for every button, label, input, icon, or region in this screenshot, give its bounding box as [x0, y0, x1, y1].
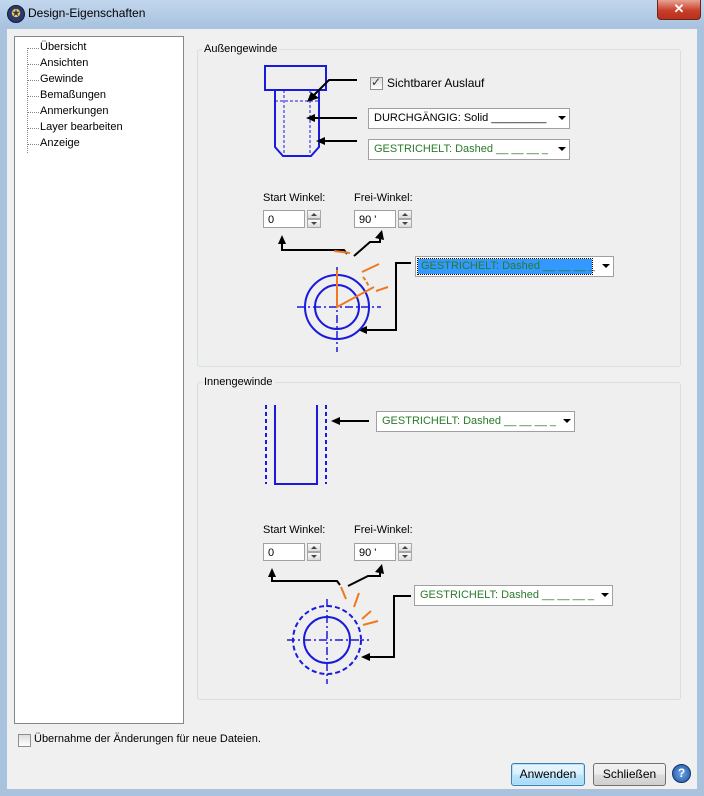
- spin-up-button[interactable]: [307, 543, 321, 552]
- outer-circle-linetype-combo[interactable]: GESTRICHELT: Dashed __ __ __ _: [415, 256, 614, 277]
- inner-start-angle-spinner[interactable]: 0: [263, 543, 323, 561]
- app-icon: ✪: [7, 5, 25, 23]
- inner-dashed-linetype-value: GESTRICHELT: Dashed __ __ __ _: [382, 415, 557, 427]
- spin-down-button[interactable]: [307, 552, 321, 561]
- tree-item-bemassungen[interactable]: Bemaßungen: [40, 89, 107, 101]
- tree-connector: [27, 80, 39, 81]
- tree-connector: [27, 112, 39, 113]
- tree-item-anzeige[interactable]: Anzeige: [40, 137, 80, 149]
- inner-free-angle-label: Frei-Winkel:: [354, 524, 413, 536]
- outer-dashed-linetype-combo[interactable]: GESTRICHELT: Dashed __ __ __ _: [368, 139, 570, 160]
- tree-item-uebersicht[interactable]: Übersicht: [40, 41, 87, 53]
- outer-start-angle-spinner[interactable]: 0: [263, 210, 323, 228]
- outer-solid-linetype-value: DURCHGÄNGIG: Solid _________: [374, 112, 547, 124]
- outer-free-angle-input[interactable]: 90 ': [354, 210, 396, 228]
- spin-down-button[interactable]: [398, 219, 412, 228]
- spin-down-button[interactable]: [398, 552, 412, 561]
- outer-circle-linetype-value: GESTRICHELT: Dashed __ __ __ _: [417, 258, 595, 275]
- chevron-down-icon: [558, 147, 566, 151]
- inner-start-angle-label: Start Winkel:: [263, 524, 326, 536]
- chevron-down-icon: [558, 116, 566, 120]
- outer-start-angle-label: Start Winkel:: [263, 192, 326, 204]
- inner-dashed-linetype-combo[interactable]: GESTRICHELT: Dashed __ __ __ _: [376, 411, 575, 432]
- tree-connector: [27, 96, 39, 97]
- tree-connector: [27, 144, 39, 145]
- spin-up-button[interactable]: [398, 210, 412, 219]
- outer-solid-linetype-combo[interactable]: DURCHGÄNGIG: Solid _________: [368, 108, 570, 129]
- dialog-client: Übersicht Ansichten Gewinde Bemaßungen A…: [7, 29, 697, 789]
- inner-thread-group-label: Innengewinde: [202, 376, 275, 388]
- tree-item-ansichten[interactable]: Ansichten: [40, 57, 89, 69]
- inner-thread-group: [197, 382, 681, 700]
- outer-free-angle-label: Frei-Winkel:: [354, 192, 413, 204]
- category-tree[interactable]: Übersicht Ansichten Gewinde Bemaßungen A…: [14, 36, 184, 724]
- tree-connector-line: [27, 48, 28, 153]
- tree-connector: [27, 128, 39, 129]
- chevron-down-icon: [563, 419, 571, 423]
- tree-connector: [27, 48, 39, 49]
- close-window-button[interactable]: ✕: [657, 0, 701, 20]
- visible-runout-checkbox[interactable]: [370, 75, 383, 90]
- outer-dashed-linetype-value: GESTRICHELT: Dashed __ __ __ _: [374, 143, 549, 155]
- visible-runout-label: Sichtbarer Auslauf: [387, 76, 485, 90]
- tree-item-anmerkungen[interactable]: Anmerkungen: [40, 105, 109, 117]
- inner-free-angle-input[interactable]: 90 ': [354, 543, 396, 561]
- inner-thread-side-drawing: [265, 405, 369, 485]
- tree-connector: [27, 64, 39, 65]
- apply-new-files-label: Übernahme der Änderungen für neue Dateie…: [34, 733, 261, 745]
- spin-up-button[interactable]: [307, 210, 321, 219]
- help-icon[interactable]: ?: [672, 764, 691, 783]
- title-bar[interactable]: ✪ Design-Eigenschaften ✕: [0, 0, 704, 27]
- window-title: Design-Eigenschaften: [28, 6, 146, 20]
- tree-item-layer-bearbeiten[interactable]: Layer bearbeiten: [40, 121, 123, 133]
- apply-new-files-checkbox[interactable]: [18, 734, 31, 747]
- inner-thread-circle-drawing: [268, 564, 411, 684]
- tree-item-gewinde[interactable]: Gewinde: [40, 73, 84, 85]
- inner-start-angle-input[interactable]: 0: [263, 543, 305, 561]
- apply-button[interactable]: Anwenden: [511, 763, 585, 786]
- chevron-down-icon: [602, 264, 610, 268]
- inner-free-angle-spinner[interactable]: 90 ': [354, 543, 414, 561]
- outer-thread-side-drawing: [264, 65, 357, 157]
- outer-start-angle-input[interactable]: 0: [263, 210, 305, 228]
- outer-free-angle-spinner[interactable]: 90 ': [354, 210, 414, 228]
- close-button[interactable]: Schließen: [593, 763, 666, 786]
- outer-thread-group: [197, 49, 681, 367]
- outer-thread-circle-drawing: [278, 230, 411, 352]
- inner-circle-linetype-combo[interactable]: GESTRICHELT: Dashed __ __ __ _: [414, 585, 613, 606]
- chevron-down-icon: [601, 593, 609, 597]
- outer-thread-group-label: Außengewinde: [202, 43, 280, 55]
- spin-up-button[interactable]: [398, 543, 412, 552]
- inner-circle-linetype-value: GESTRICHELT: Dashed __ __ __ _: [420, 589, 595, 601]
- spin-down-button[interactable]: [307, 219, 321, 228]
